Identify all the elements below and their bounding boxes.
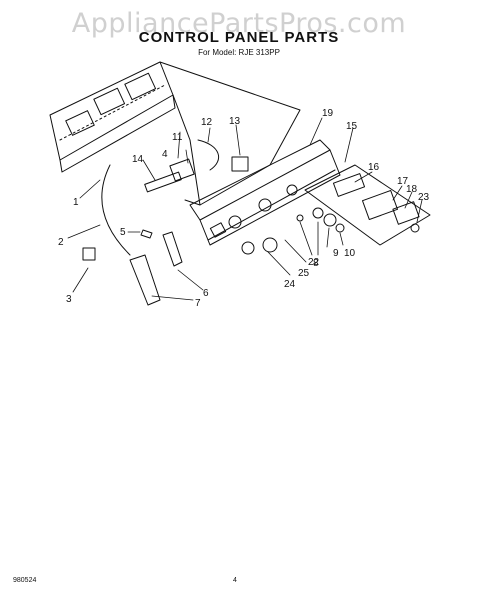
callout-23: 23 xyxy=(418,192,430,203)
callout-1: 1 xyxy=(73,197,79,208)
callout-13: 13 xyxy=(229,116,241,127)
part-22 xyxy=(296,214,304,222)
part-9 xyxy=(323,213,337,227)
part-25 xyxy=(241,241,255,255)
watermark-logo: AppliancePartsPros.com xyxy=(71,8,407,39)
part-5 xyxy=(140,229,153,239)
callout-14: 14 xyxy=(132,154,144,165)
part-14 xyxy=(144,171,182,193)
part-13 xyxy=(231,156,249,172)
callout-5: 5 xyxy=(120,227,126,238)
footer-code: 980524 xyxy=(13,577,37,584)
callout-19: 19 xyxy=(322,108,334,119)
part-12 xyxy=(197,139,220,171)
callout-7: 7 xyxy=(195,298,201,309)
page-title: CONTROL PANEL PARTS xyxy=(138,29,340,46)
callout-17: 17 xyxy=(397,176,409,187)
callout-10: 10 xyxy=(344,248,356,259)
callout-8: 8 xyxy=(313,258,319,269)
callout-16: 16 xyxy=(368,162,380,173)
part-6 xyxy=(162,231,183,267)
callout-9: 9 xyxy=(333,248,339,259)
part-8 xyxy=(312,207,324,219)
part-24 xyxy=(262,237,278,253)
callout-25: 25 xyxy=(298,268,310,279)
callout-24: 24 xyxy=(284,279,296,290)
callout-12: 12 xyxy=(201,117,213,128)
callout-6: 6 xyxy=(203,288,209,299)
callout-11: 11 xyxy=(172,132,183,143)
callout-22: 22 xyxy=(308,257,320,268)
front-console xyxy=(189,139,341,246)
part-4 xyxy=(169,158,195,182)
callout-4: 4 xyxy=(162,149,168,160)
model-subtitle: For Model: RJE 313PP xyxy=(198,48,280,57)
part-10 xyxy=(335,223,345,233)
callout-18: 18 xyxy=(406,184,418,195)
part-3 xyxy=(82,247,96,261)
part-7 xyxy=(129,254,161,306)
callout-2: 2 xyxy=(58,237,64,248)
callout-3: 3 xyxy=(66,294,72,305)
callout-15: 15 xyxy=(346,121,358,132)
wire-harness xyxy=(101,164,131,256)
end-cap-assembly xyxy=(304,164,431,246)
rear-panel xyxy=(49,61,176,173)
footer-page-number: 4 xyxy=(233,577,237,584)
